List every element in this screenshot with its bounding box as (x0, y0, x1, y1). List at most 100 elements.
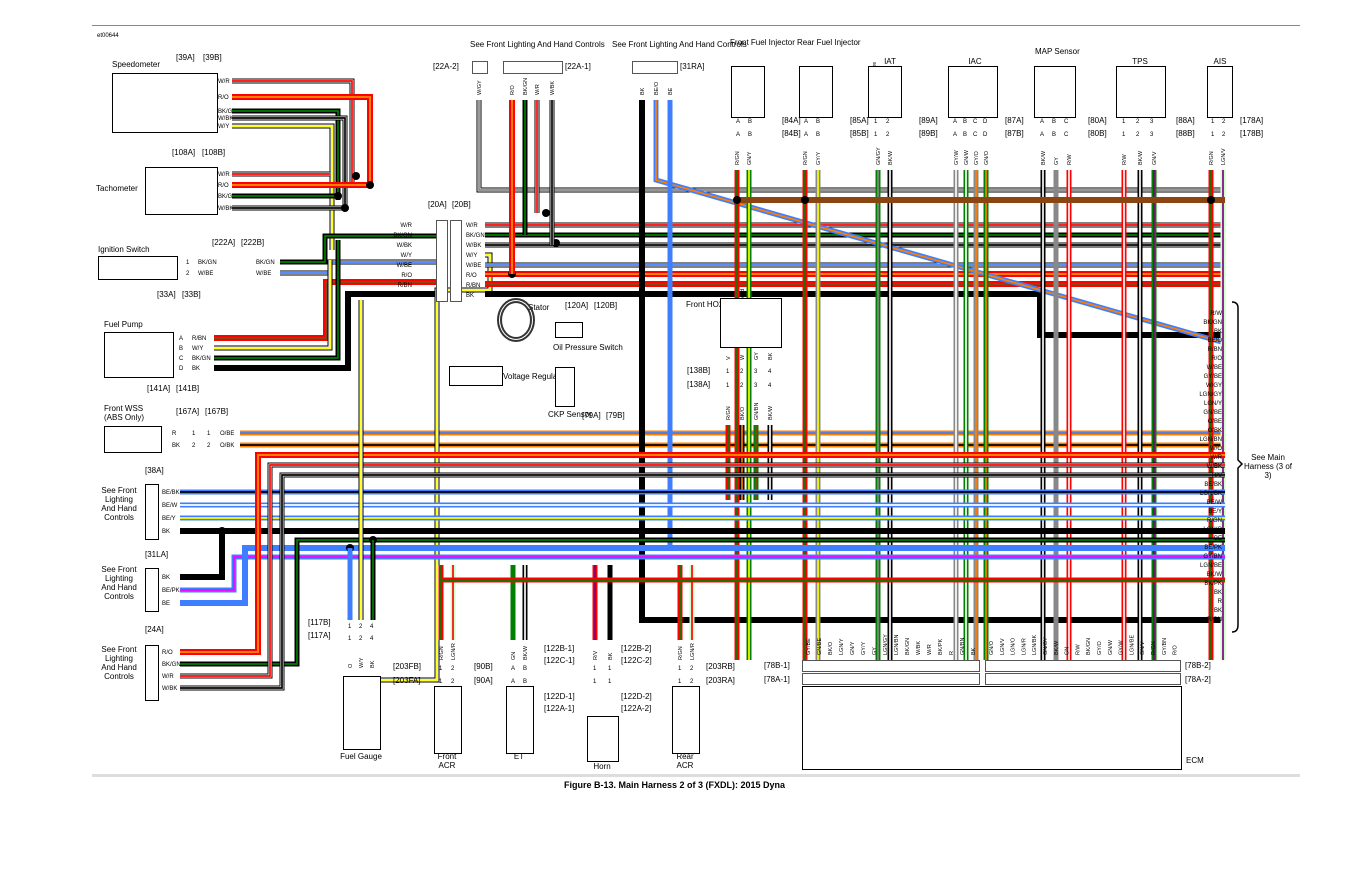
iac-pin: D (983, 132, 988, 138)
wire-bk-gn (280, 233, 440, 265)
horn-component (587, 716, 619, 762)
rear-fuel-injector-pin: B (816, 119, 820, 125)
main-harness-3-wire-label: R/GN (1207, 617, 1222, 623)
connector-120a: [120A] (565, 301, 589, 310)
sensor-wire-label: GY/Y (816, 152, 822, 165)
fuel-pump-pin-number: B (179, 346, 183, 352)
ecm-78-1-wire-label: BK/PK (938, 638, 944, 655)
speedometer-title: Speedometer (112, 60, 161, 69)
connector-178b: [178B] (1240, 129, 1264, 138)
ais-pin: 1 (1211, 132, 1215, 138)
front-lighting-22-wire-label: W/R (535, 84, 541, 95)
connector-203rb: [203RB] (706, 662, 735, 671)
et-pin: A (511, 666, 515, 672)
front-ho2s-wire-label: GY (754, 352, 760, 360)
connector-138b: [138B] (687, 366, 711, 375)
wire-bk-gn (214, 240, 341, 361)
map-sensor-pin: A (1040, 119, 1044, 125)
main-harness-3-wire-label: BK (1214, 329, 1222, 335)
connector-31la-wire-label: BE (162, 601, 170, 607)
sensor-wire-label: GN/GY (876, 147, 882, 165)
front-ho2s-pin: 4 (768, 369, 772, 375)
horn-wire-label: R/V (593, 651, 599, 661)
connector-141b: [141B] (176, 384, 200, 393)
fuel-gauge-title: Fuel Gauge (340, 752, 382, 761)
ais-pin: 2 (1222, 119, 1226, 125)
horn-title: Horn (593, 762, 611, 771)
main-harness-3-wire-label: BK/PK (1204, 581, 1222, 587)
front-wss-title: Front WSS (104, 404, 144, 413)
connector-203fa: [203FA] (393, 676, 421, 685)
front-ho2s-wire-label: BK (768, 352, 774, 360)
speedometer-component (112, 73, 218, 133)
splice-dot (341, 204, 349, 212)
fuel-pump-wire-label: W/Y (192, 346, 203, 352)
tachometer-component (145, 167, 218, 215)
connector-20a-wire-label: W/BE (397, 263, 412, 269)
front-lighting-31-title: See Front Lighting And Hand Controls (612, 40, 747, 49)
main-harness-3-wire-label: LGN/BE (1200, 563, 1222, 569)
sensor-wire-label: R/GN (803, 151, 809, 165)
front-ho2s-pin: 4 (768, 383, 772, 389)
front-fuel-injector-title: Front Fuel Injector (730, 38, 795, 47)
connector-22a-2-body (472, 61, 488, 74)
rear-acr-wire-label: LGN/R (690, 643, 696, 660)
ecm-78-1-wire-label: LGN/Y (839, 638, 845, 655)
connector-87b: [87B] (1005, 129, 1024, 138)
ignition-switch-wire-label: W/BE (198, 271, 213, 277)
front-lighting-31-wire-label: BK (640, 87, 646, 95)
fuel-pump-wire-label: BK/GN (192, 356, 211, 362)
rear-acr-pin: 2 (690, 666, 694, 672)
fuel-gauge-pin: 4 (370, 636, 374, 642)
speedometer-wire-label: W/R (218, 79, 230, 85)
connector-80b: [80B] (1088, 129, 1107, 138)
sensor-wire-label: GN/V (1152, 151, 1158, 165)
ecm-78-1-wire-label: R (949, 651, 955, 655)
main-harness-3-wire-label: W/R (1210, 455, 1222, 461)
sensor-wire-label: GN/W (964, 149, 970, 165)
main-harness-3-wire-label: BK (1214, 590, 1222, 596)
front-ho2s-wire-label: BK/O (740, 406, 746, 420)
connector-33a: [33A] (157, 290, 176, 299)
iac-pin: B (963, 132, 967, 138)
oil-pressure-switch-title: Oil Pressure Switch (553, 343, 623, 352)
front-acr-title: Front ACR (437, 752, 457, 770)
figure-id: et00644 (97, 33, 119, 39)
wire-r-o (232, 94, 373, 188)
main-harness-3-wire-label: R/O (1211, 356, 1222, 362)
front-fuel-injector-pin: B (748, 119, 752, 125)
tachometer-wire-label: BK/GN (218, 194, 237, 200)
ecm-78-2-wire-label: GY/W (1119, 640, 1125, 655)
connector-78b-2: [78B-2] (1185, 661, 1211, 670)
tps-title: TPS (1132, 57, 1148, 66)
front-lighting-22-wire-label: BK/GN (523, 78, 529, 95)
ecm-78-2-wire-label: LGN/R (1021, 638, 1027, 655)
ecm-78-2-wire-label: GN/V (1140, 641, 1146, 655)
connector-24a: [24A] (145, 625, 164, 634)
connector-20b-wire-label: W/BE (466, 263, 481, 269)
main-harness-3-wire-label: BE (1214, 536, 1222, 542)
front-ho2s-pin: 3 (754, 369, 758, 375)
front-fuel-injector-pin: B (748, 132, 752, 138)
ecm-78-1-wire-label: LGN/BN (894, 634, 900, 655)
connector-122d-2: [122D-2] (621, 692, 652, 701)
connector-20b-wire-label: R/O (466, 273, 477, 279)
front-fuel-injector-pin: A (736, 119, 740, 125)
front-acr-wire-label: R/GN (439, 646, 445, 660)
connector-22a-2: [22A-2] (433, 62, 459, 71)
front-lighting-31l-title: See Front Lighting And Hand Controls (101, 565, 137, 601)
main-harness-3-wire-label: LGN/Y (1204, 401, 1222, 407)
main-harness-3-wire-label: BK (1214, 608, 1222, 614)
rear-acr-component (672, 686, 700, 754)
connector-122b-1: [122B-1] (544, 644, 575, 653)
connector-31la-wire-label: BE/PK (162, 588, 180, 594)
ignition-switch-component (98, 256, 178, 280)
ecm-connector-78b-1 (802, 660, 980, 672)
ecm-78-2-wire-label: LGN/BE (1129, 634, 1135, 655)
splice-dot (218, 527, 226, 535)
connector-203ra: [203RA] (706, 676, 735, 685)
main-harness-3-wire-label: R/W (1210, 311, 1222, 317)
connector-38a-wire-label: BE/BK (162, 490, 180, 496)
main-harness-3-label: See Main Harness (3 of 3) (1243, 453, 1293, 480)
front-lighting-38-title: See Front Lighting And Hand Controls (101, 486, 137, 522)
